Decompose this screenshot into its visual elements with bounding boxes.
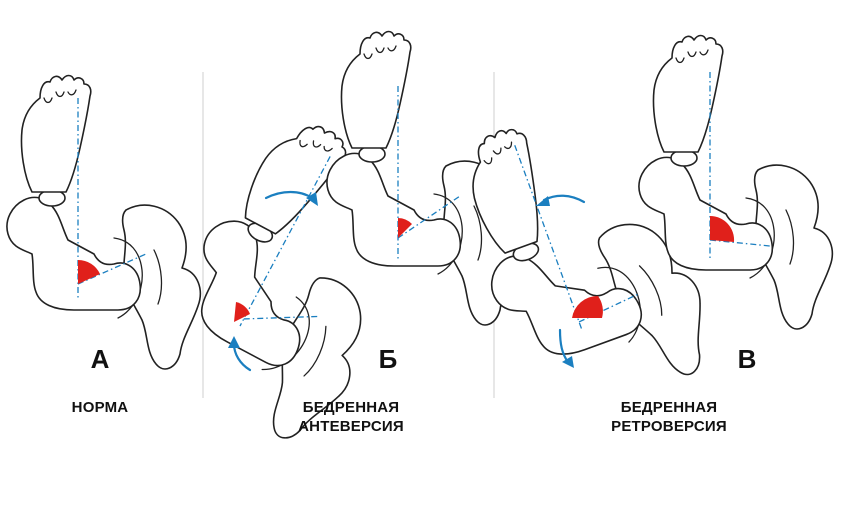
illustration-anteversion-rotated	[139, 102, 450, 454]
caption-line: БЕДРЕННАЯ	[302, 399, 400, 416]
arrowhead-icon	[562, 356, 574, 368]
external-rotation-arrow	[542, 194, 586, 204]
panel-letter-b: Б	[378, 344, 398, 374]
caption-line: БЕДРЕННАЯ	[620, 399, 718, 416]
arrowhead-icon	[536, 196, 550, 206]
illustration-retroversion-reference	[638, 34, 834, 330]
caption-line: НОРМА	[71, 399, 129, 416]
caption-anteversion: БЕДРЕННАЯ АНТЕВЕРСИЯ	[281, 398, 421, 436]
caption-retroversion: БЕДРЕННАЯ РЕТРОВЕРСИЯ	[594, 398, 744, 436]
caption-line: АНТЕВЕРСИЯ	[298, 418, 404, 435]
neck-axis-line	[243, 315, 320, 320]
internal-rotation-arrow	[264, 190, 314, 200]
illustration-anteversion-reference	[326, 30, 522, 326]
panel-letter-v: В	[737, 344, 757, 374]
neck-axis-line	[77, 253, 147, 285]
anteversion-angle-wedge	[398, 218, 412, 238]
illustration-normal	[6, 74, 202, 370]
anteversion-angle-wedge	[78, 259, 100, 284]
anteversion-angle-wedge	[234, 302, 250, 322]
arrowhead-icon	[228, 336, 240, 348]
retroversion-angle-wedge	[572, 295, 603, 318]
arrowhead-icon	[306, 192, 318, 206]
neck-axis-line	[578, 293, 640, 323]
caption-normal: НОРМА	[50, 398, 150, 417]
foot-axis-line	[239, 156, 331, 327]
retroversion-angle-wedge	[710, 215, 735, 242]
neck-axis-line	[397, 195, 461, 239]
panel-letter-a: А	[90, 344, 110, 374]
foot-axis-line	[514, 145, 583, 330]
illustration-retroversion-rotated	[440, 85, 725, 429]
neck-axis-line	[709, 239, 771, 247]
caption-line: РЕТРОВЕРСИЯ	[611, 418, 727, 435]
